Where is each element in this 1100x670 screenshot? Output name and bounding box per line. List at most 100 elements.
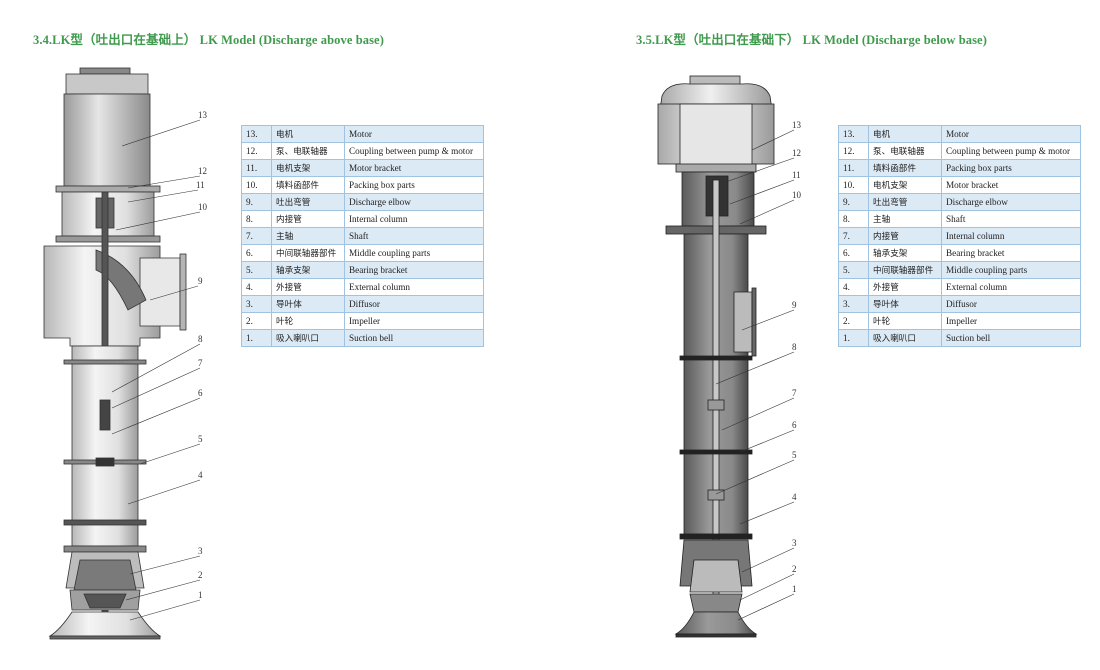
part-name-zh: 中间联轴器部件 — [868, 261, 942, 279]
part-name-zh: 填料函部件 — [271, 176, 345, 194]
callout-right-3: 3 — [792, 538, 797, 548]
part-name-zh: 内接管 — [271, 210, 345, 228]
part-number: 7. — [241, 227, 272, 245]
part-number: 5. — [241, 261, 272, 279]
part-number: 13. — [241, 125, 272, 143]
part-number: 1. — [241, 329, 272, 347]
part-name-zh: 导叶体 — [271, 295, 345, 313]
part-name-en: External column — [344, 278, 484, 296]
part-name-zh: 吐出弯管 — [271, 193, 345, 211]
part-name-zh: 电机支架 — [271, 159, 345, 177]
part-name-zh: 内接管 — [868, 227, 942, 245]
part-number: 9. — [838, 193, 869, 211]
callout-right-2: 2 — [792, 564, 797, 574]
section-title-left: 3.4.LK型（吐出口在基础上） LK Model (Discharge abo… — [33, 33, 384, 47]
callout-left-5: 5 — [198, 434, 203, 444]
part-number: 5. — [838, 261, 869, 279]
part-name-zh: 主轴 — [868, 210, 942, 228]
part-number: 2. — [838, 312, 869, 330]
callout-right-5: 5 — [792, 450, 797, 460]
section-title-right: 3.5.LK型（吐出口在基础下） LK Model (Discharge bel… — [636, 33, 987, 47]
part-name-zh: 导叶体 — [868, 295, 942, 313]
part-name-en: Discharge elbow — [344, 193, 484, 211]
part-number: 6. — [241, 244, 272, 262]
part-name-en: Internal column — [941, 227, 1081, 245]
callout-right-6: 6 — [792, 420, 797, 430]
part-name-zh: 吸入喇叭口 — [271, 329, 345, 347]
part-name-zh: 外接管 — [868, 278, 942, 296]
callout-right-12: 12 — [792, 148, 801, 158]
callout-left-4: 4 — [198, 470, 203, 480]
part-number: 4. — [241, 278, 272, 296]
part-name-en: Coupling between pump & motor — [344, 142, 484, 160]
callout-left-10: 10 — [198, 202, 208, 212]
callout-left-1: 1 — [198, 590, 203, 600]
part-number: 12. — [241, 142, 272, 160]
callout-left-6: 6 — [198, 388, 203, 398]
part-name-en: Motor — [344, 125, 484, 143]
part-name-zh: 电机 — [271, 125, 345, 143]
callout-left-13: 13 — [198, 110, 208, 120]
callout-right-4: 4 — [792, 492, 797, 502]
part-name-zh: 泵、电联轴器 — [271, 142, 345, 160]
part-name-zh: 吸入喇叭口 — [868, 329, 942, 347]
part-name-zh: 叶轮 — [868, 312, 942, 330]
callout-left-12: 12 — [198, 166, 207, 176]
part-name-zh: 电机支架 — [868, 176, 942, 194]
callout-left-8: 8 — [198, 334, 203, 344]
part-name-en: Suction bell — [344, 329, 484, 347]
part-name-en: Impeller — [344, 312, 484, 330]
part-name-en: Motor bracket — [941, 176, 1081, 194]
part-number: 11. — [241, 159, 272, 177]
callout-right-13: 13 — [792, 120, 802, 130]
part-name-en: Discharge elbow — [941, 193, 1081, 211]
part-name-zh: 吐出弯管 — [868, 193, 942, 211]
part-name-en: Middle coupling parts — [344, 244, 484, 262]
part-number: 12. — [838, 142, 869, 160]
part-name-zh: 叶轮 — [271, 312, 345, 330]
part-name-en: Diffusor — [941, 295, 1081, 313]
callout-left-2: 2 — [198, 570, 203, 580]
callout-left-11: 11 — [196, 180, 205, 190]
part-number: 3. — [838, 295, 869, 313]
callout-left-3: 3 — [198, 546, 203, 556]
part-number: 1. — [838, 329, 869, 347]
part-name-en: Packing box parts — [344, 176, 484, 194]
part-name-zh: 轴承支架 — [868, 244, 942, 262]
part-number: 9. — [241, 193, 272, 211]
part-number: 7. — [838, 227, 869, 245]
callout-right-10: 10 — [792, 190, 802, 200]
part-number: 6. — [838, 244, 869, 262]
part-name-en: Suction bell — [941, 329, 1081, 347]
part-name-en: Shaft — [344, 227, 484, 245]
part-name-en: Impeller — [941, 312, 1081, 330]
part-name-zh: 中间联轴器部件 — [271, 244, 345, 262]
part-name-en: Coupling between pump & motor — [941, 142, 1081, 160]
part-name-en: Packing box parts — [941, 159, 1081, 177]
